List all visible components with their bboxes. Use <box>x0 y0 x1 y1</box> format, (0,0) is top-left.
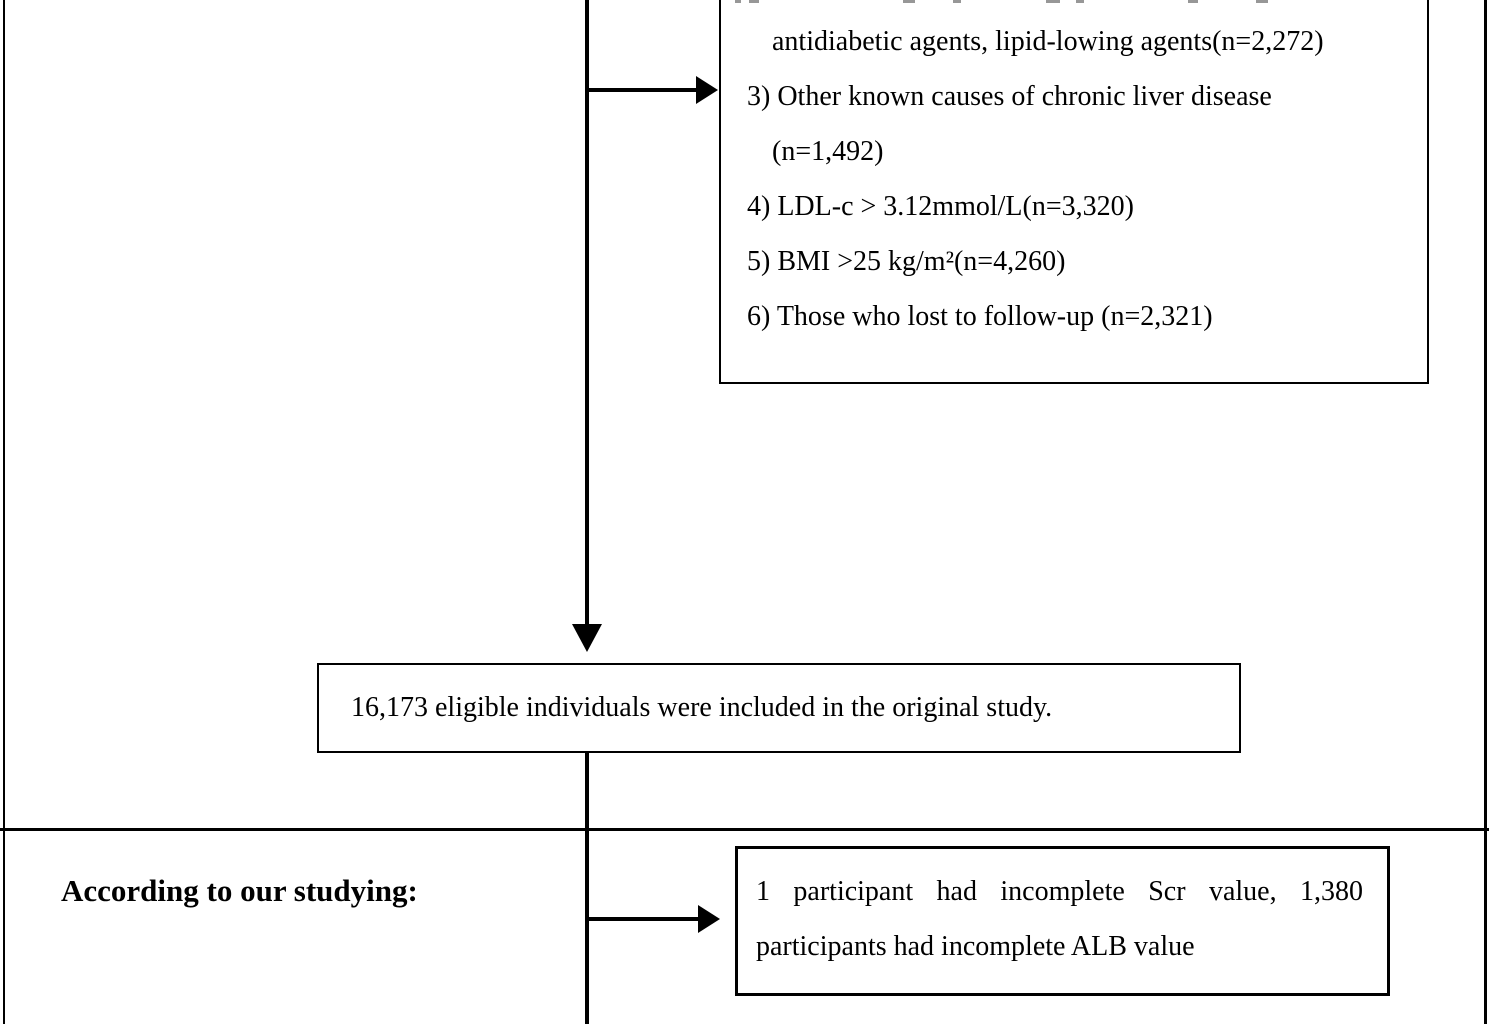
main-flow-line-top <box>585 0 589 626</box>
exclusion-line: 6) Those who lost to follow-up (n=2,321) <box>747 301 1213 332</box>
exclusion-line: 4) LDL-c > 3.12mmol/L(n=3,320) <box>747 191 1134 222</box>
incomplete-data-line: participants had incomplete ALB value <box>756 931 1195 962</box>
frame-left-border <box>3 0 5 1024</box>
incomplete-data-text: 1 participant had incomplete Scr value, … <box>738 849 1387 974</box>
main-flow-line-bottom <box>585 753 589 1024</box>
eligible-individuals-text: 16,173 eligible individuals were include… <box>351 692 1053 723</box>
down-arrowhead-icon <box>572 624 602 652</box>
incomplete-data-line: 1 participant had incomplete Scr value, … <box>756 876 1363 907</box>
exclusion-line: 3) Other known causes of chronic liver d… <box>747 81 1272 112</box>
right-arrowhead-icon <box>698 905 720 933</box>
incomplete-branch-line <box>588 917 700 921</box>
right-arrowhead-icon <box>696 76 718 104</box>
frame-right-border <box>1484 0 1487 1024</box>
exclusion-branch-line <box>586 88 698 92</box>
section-divider-line <box>0 828 1489 831</box>
exclusion-line: (n=1,492) <box>772 136 884 167</box>
exclusion-criteria-list: antidiabetic agents, lipid-lowing agents… <box>723 0 1425 344</box>
incomplete-data-box: 1 participant had incomplete Scr value, … <box>735 846 1390 996</box>
section-label: According to our studying: <box>61 873 418 908</box>
exclusion-criteria-box: antidiabetic agents, lipid-lowing agents… <box>719 0 1429 384</box>
exclusion-line: 5) BMI >25 kg/m²(n=4,260) <box>747 246 1066 277</box>
exclusion-line: antidiabetic agents, lipid-lowing agents… <box>772 26 1324 57</box>
eligible-individuals-box: 16,173 eligible individuals were include… <box>317 663 1241 753</box>
